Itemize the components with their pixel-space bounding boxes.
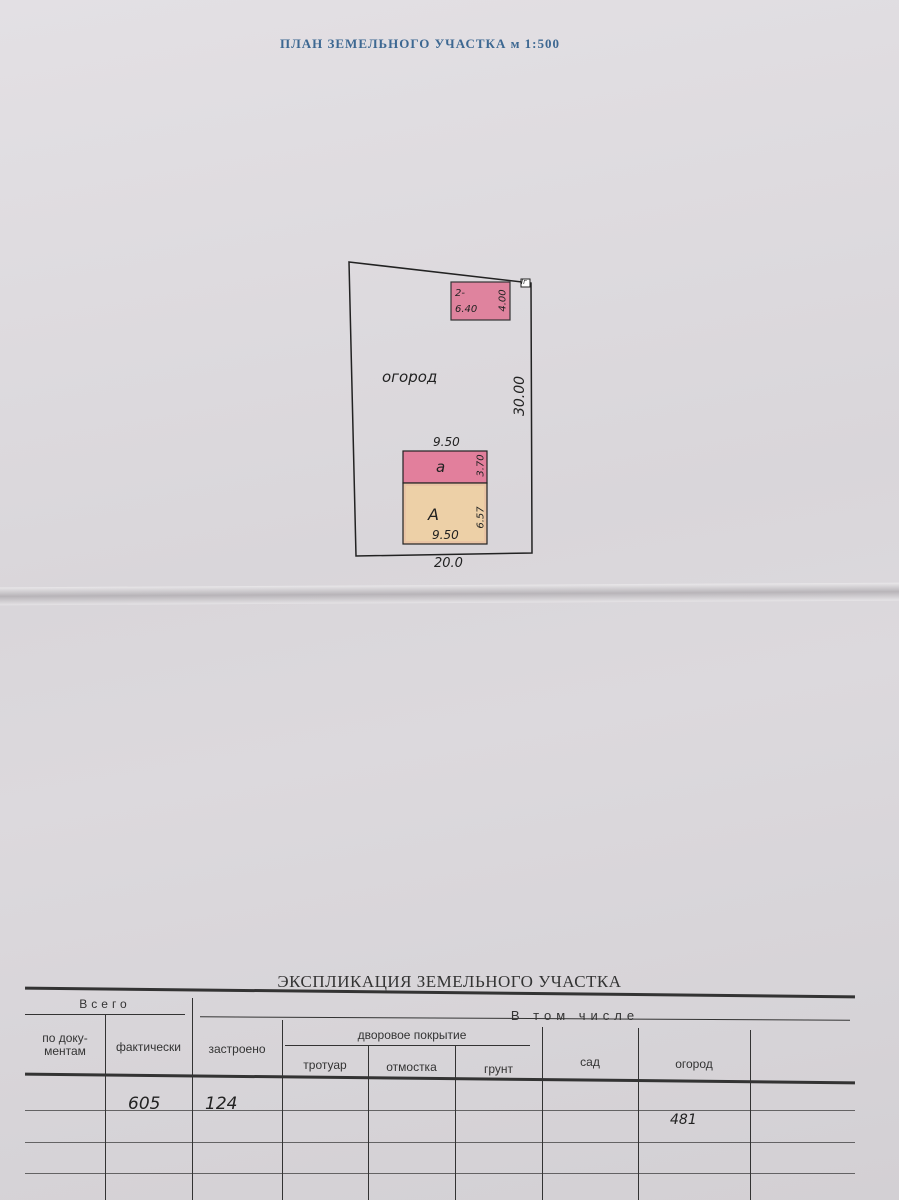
plan-title: ПЛАН ЗЕМЕЛЬНОГО УЧАСТКА м 1:500 xyxy=(279,36,561,51)
explication-title: ЭКСПЛИКАЦИЯ ЗЕМЕЛЬНОГО УЧАСТКА xyxy=(277,972,622,991)
header-yard-cover: дворовое покрытие xyxy=(357,1028,467,1042)
header-orchard: сад xyxy=(580,1055,600,1069)
house-top-width: 9.50 xyxy=(433,435,460,449)
house-bottom-width: 9.50 xyxy=(432,528,459,542)
shed-building xyxy=(450,281,511,321)
main-house-label: А xyxy=(428,505,439,524)
shed-depth: 4.00 xyxy=(497,289,509,312)
main-depth: 6.57 xyxy=(475,506,487,529)
plot-boundary xyxy=(348,261,533,557)
corner-mark: Iг xyxy=(521,278,527,286)
header-sidewalk: тротуар xyxy=(303,1058,347,1072)
paper-fold xyxy=(0,582,899,606)
bottom-length: 20.0 xyxy=(434,556,463,571)
corner-mark-box xyxy=(520,278,531,288)
header-by-documents: по доку-ментам xyxy=(42,1031,88,1058)
header-total: Всего xyxy=(79,997,131,1011)
plot-drawing xyxy=(348,261,533,557)
annex-label: a xyxy=(436,458,446,476)
value-garden: 481 xyxy=(670,1112,697,1128)
shed-width: 6.40 xyxy=(455,304,478,315)
annex-depth: 3.70 xyxy=(475,454,487,477)
header-including: В том числе xyxy=(510,1008,640,1023)
shed-label: 2- xyxy=(455,288,465,299)
value-built: 124 xyxy=(205,1094,238,1114)
value-actual: 605 xyxy=(128,1094,161,1114)
side-length: 30.00 xyxy=(512,375,529,417)
header-built: застроено xyxy=(208,1042,266,1056)
header-soil: грунт xyxy=(483,1062,514,1076)
garden-area-label: огород xyxy=(382,368,438,386)
header-actual: фактически xyxy=(115,1040,181,1054)
header-garden: огород xyxy=(675,1057,713,1071)
header-blind-area: отмостка xyxy=(386,1060,437,1074)
